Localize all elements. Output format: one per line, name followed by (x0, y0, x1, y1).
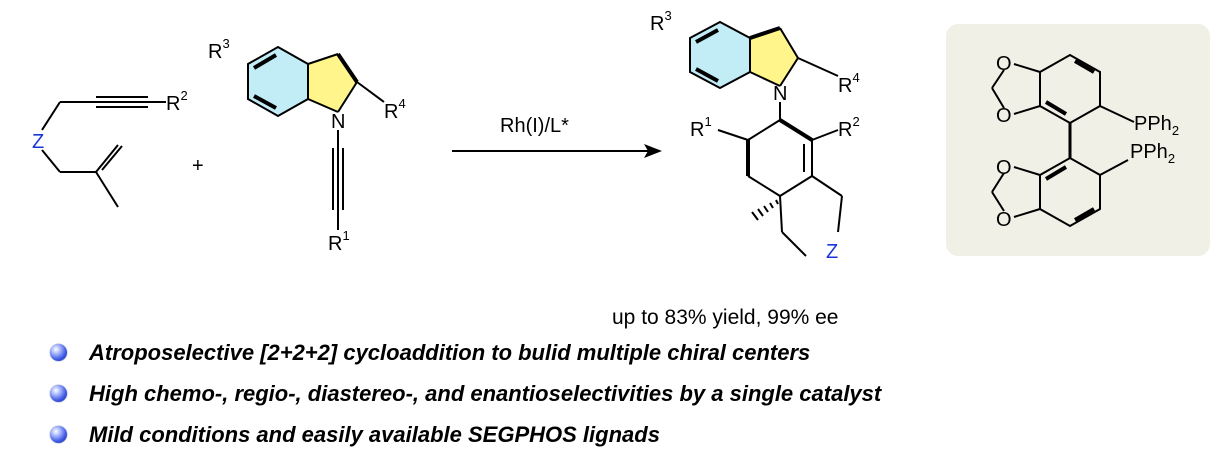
ligand-o-label: O (996, 209, 1012, 231)
product-structure (689, 20, 843, 257)
plus-sign: + (192, 155, 204, 177)
reaction-scheme: Z R2 + R3 R4 N R1 Rh(I)/L* (32, 8, 1210, 263)
r3-label: R3 (208, 36, 230, 63)
product-r2-label: R2 (838, 114, 860, 141)
bullet-sphere-icon (50, 426, 67, 443)
ligand-o-label: O (996, 105, 1012, 127)
r1-label: R1 (328, 228, 350, 255)
catalyst-label: Rh(I)/L* (500, 115, 569, 137)
enyne-reactant (41, 96, 166, 208)
n-label: N (331, 111, 345, 133)
product-z-label: Z (826, 241, 838, 263)
ligand-o-label: O (996, 157, 1012, 179)
ligand-box (946, 24, 1210, 256)
highlight-text: High chemo-, regio-, diastereo-, and ena… (89, 380, 882, 406)
bullet-sphere-icon (50, 344, 67, 361)
highlights-list: Atroposelective [2+2+2] cycloaddition to… (50, 332, 881, 455)
segphos-ligand (991, 53, 1135, 228)
r2-label: R2 (166, 88, 188, 115)
reaction-arrow (452, 144, 662, 158)
highlight-text: Mild conditions and easily available SEG… (89, 421, 660, 447)
ynamide-indole-reactant (247, 45, 385, 230)
product-r3-label: R3 (650, 8, 672, 35)
product-r4-label: R4 (838, 70, 860, 97)
bullet-sphere-icon (50, 385, 67, 402)
highlight-item: Mild conditions and easily available SEG… (50, 414, 881, 455)
pph2-bottom-label: PPh2 (1130, 141, 1175, 166)
r4-label: R4 (384, 96, 406, 123)
ligand-o-label: O (996, 53, 1012, 75)
pph2-top-label: PPh2 (1134, 113, 1179, 138)
product-r1-label: R1 (690, 114, 712, 141)
highlight-text: Atroposelective [2+2+2] cycloaddition to… (89, 339, 811, 365)
highlight-item: High chemo-, regio-, diastereo-, and ena… (50, 373, 881, 414)
z-label: Z (32, 131, 44, 153)
product-n-label: N (773, 83, 787, 105)
yield-summary: up to 83% yield, 99% ee (612, 306, 839, 329)
highlight-item: Atroposelective [2+2+2] cycloaddition to… (50, 332, 881, 373)
